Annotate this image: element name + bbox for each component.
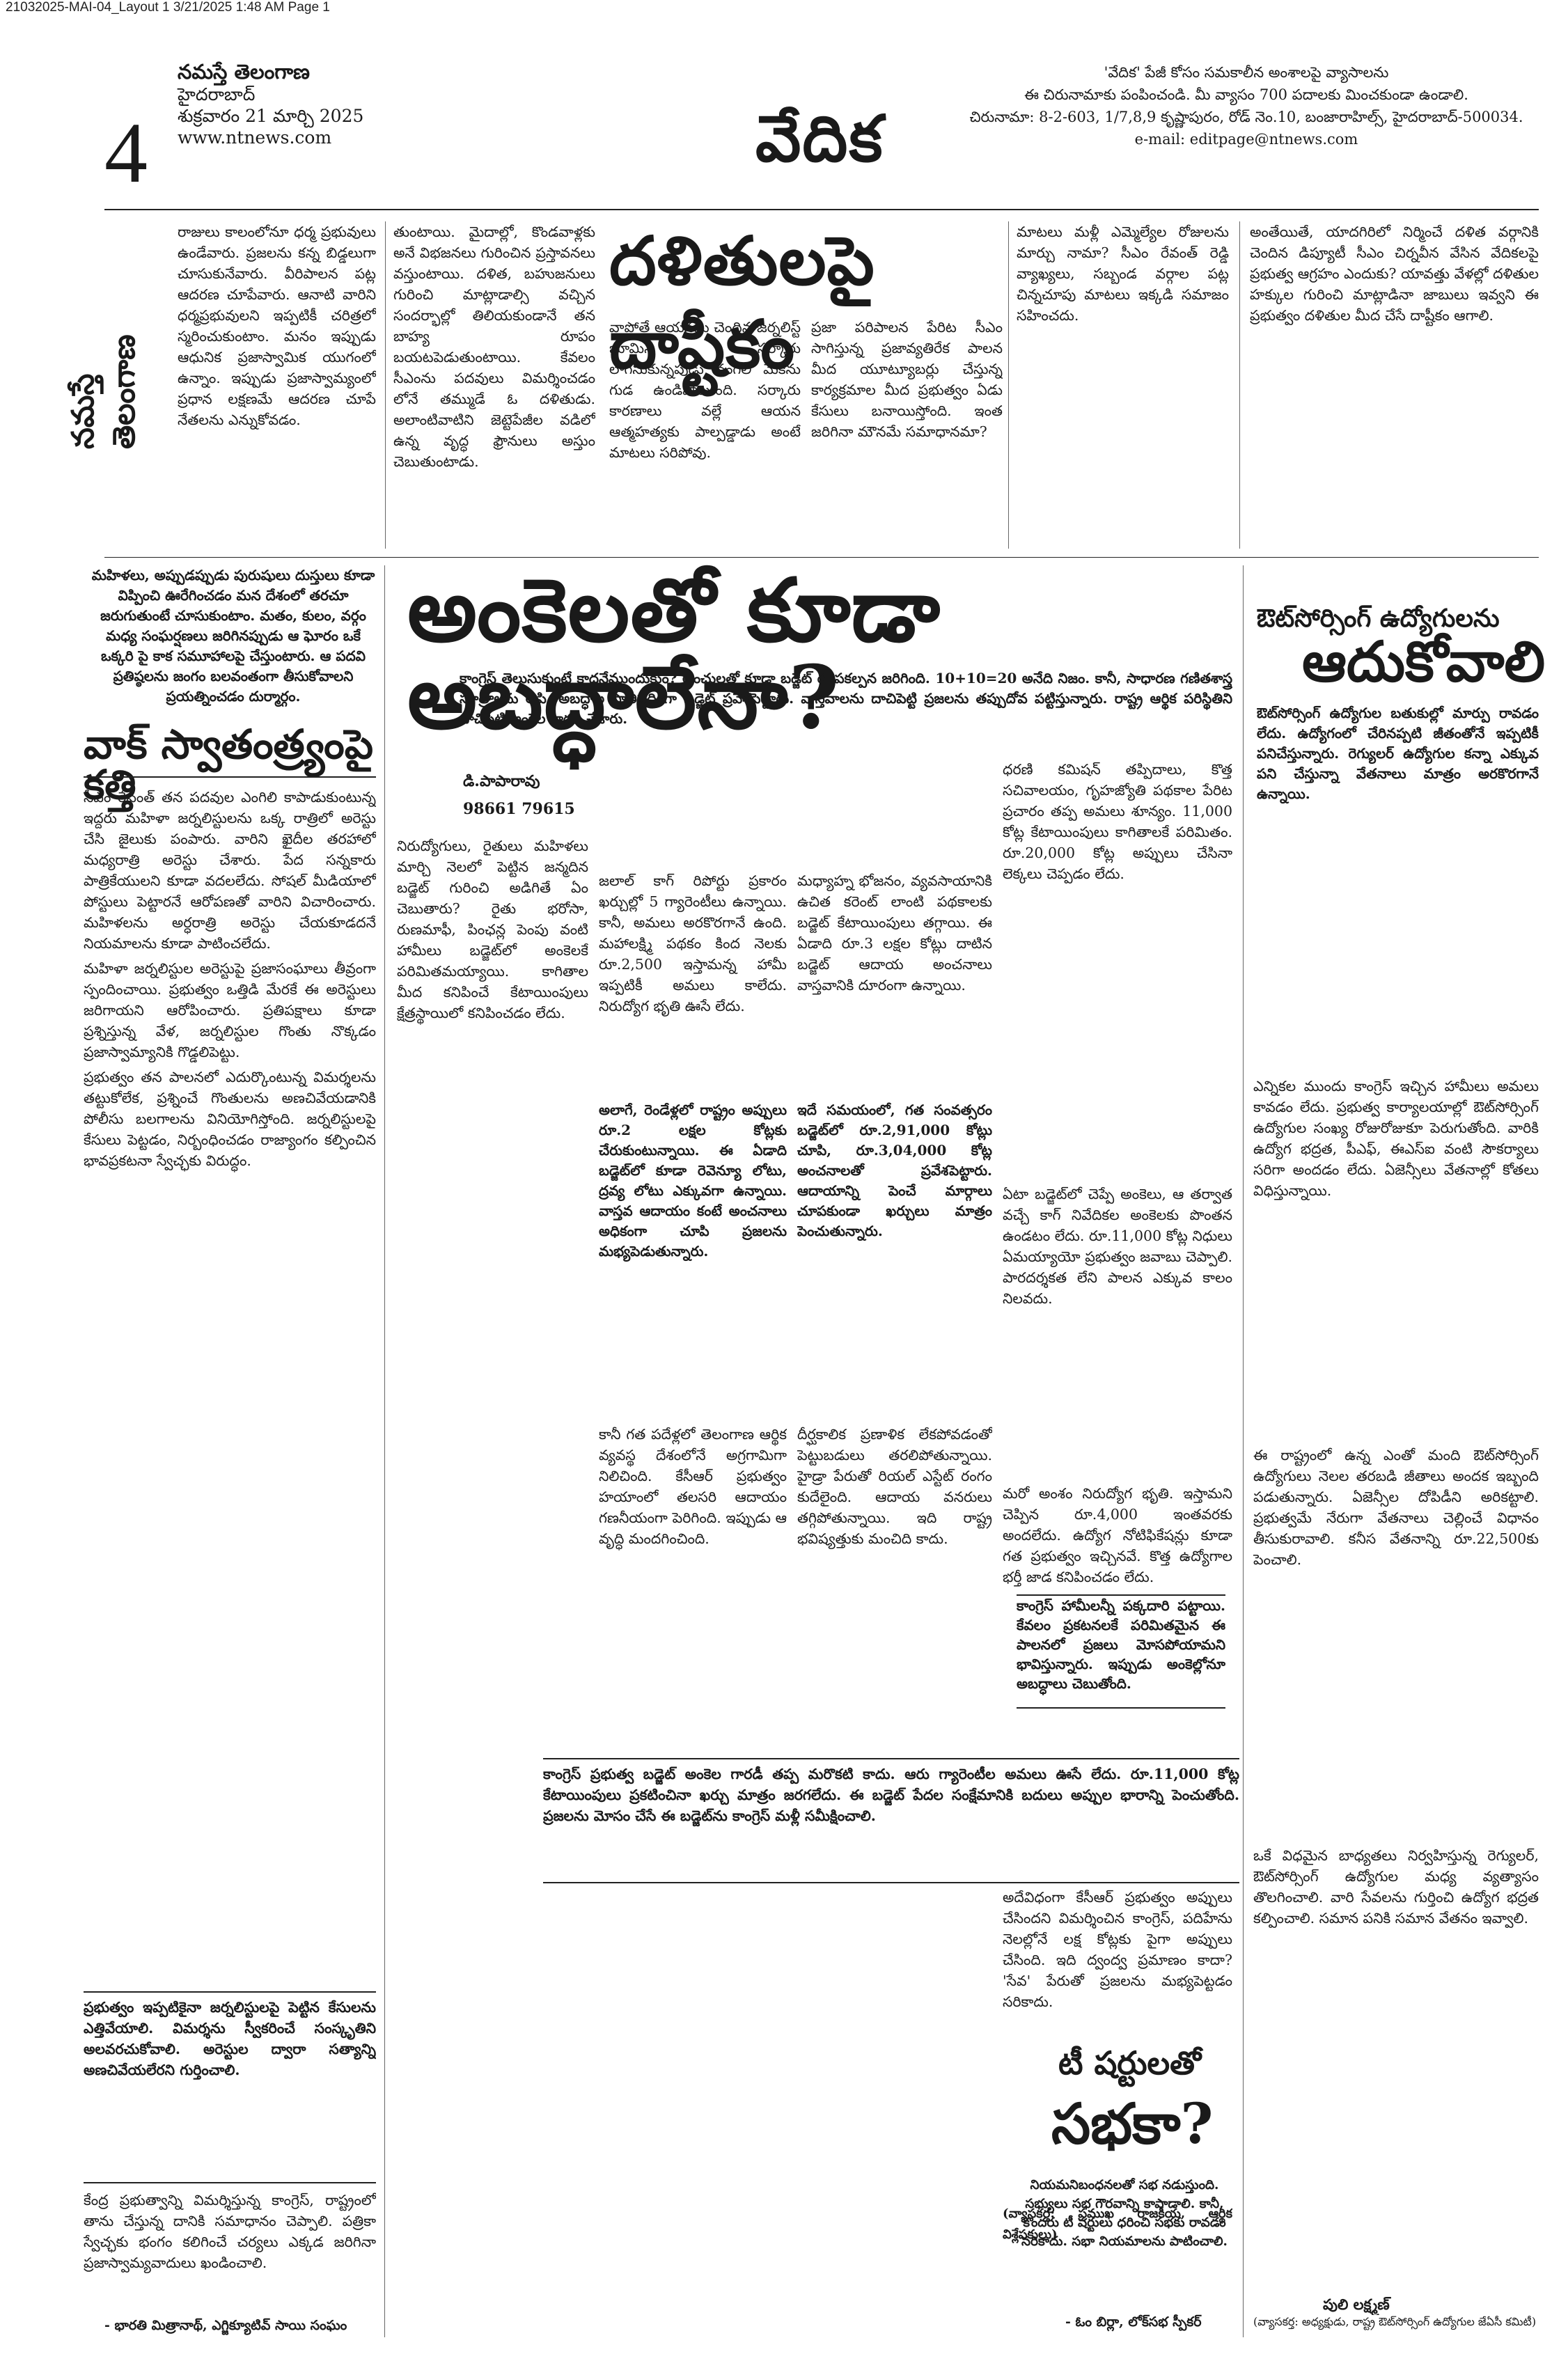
article-paragraph: జలాల్ కాగ్ రిపోర్టు ప్రకారం ఖర్చుల్లో 5 …	[599, 872, 787, 1014]
right-article-body: ఒకే విధమైన బాధ్యతలు నిర్వహిస్తున్న రెగ్య…	[1253, 1845, 1539, 2172]
article-paragraph: ఎన్నికల ముందు కాంగ్రెస్ ఇచ్చిన హామీలు అమ…	[1253, 1078, 1539, 1199]
right-article-author-role: (వ్యాసకర్త: అధ్యక్షుడు, రాష్ట్ర ఔట్‌సోర్…	[1253, 2315, 1537, 2328]
left-article-title: వాక్ స్వాతంత్ర్యంపై కత్తి	[84, 721, 373, 808]
left-article-author: - భారతి మిత్రానాథ్, ఎగ్జిక్యూటివ్ సాయి స…	[104, 2318, 347, 2333]
editorial-paragraph: రాజులు కాలంలోనూ ధర్మ ప్రభువులు ఉండేవారు.…	[178, 223, 376, 428]
quote-box-author: - ఓం బిర్లా, లోక్‌సభ స్పీకర్	[1065, 2314, 1202, 2330]
quote-box-title-1: టీ షర్టులతో	[1058, 2044, 1202, 2082]
editorial-headline: దళితులపై దాష్టీకం	[609, 221, 875, 384]
masthead-city: హైదరాబాద్	[178, 84, 256, 104]
main-column: ఏటా బడ్జెట్‌లో చెప్పే అంకెలు, ఆ తర్వాత వ…	[1003, 1184, 1232, 1476]
masthead-date: శుక్రవారం 21 మార్చి 2025	[178, 106, 364, 126]
article-paragraph: సీఎం రేవంత్ తన పదవుల ఎంగిలి కాపాడుకుంటున…	[84, 789, 376, 952]
editorial-column: ప్రజా పరిపాలన పేరిట సీఎం సాగిస్తున్న ప్ర…	[811, 317, 1003, 550]
column-rule	[384, 565, 385, 2337]
right-article-kicker: ఔట్‌సోర్సింగ్ ఉద్యోగులను	[1257, 604, 1500, 633]
right-article-body: ఎన్నికల ముందు కాంగ్రెస్ ఇచ్చిన హామీలు అమ…	[1253, 1076, 1539, 1438]
masthead-rule	[104, 209, 1539, 210]
main-box-left: అలాగే, రెండేళ్లలో రాష్ట్రం అప్పులు రూ.2 …	[599, 1101, 787, 1260]
main-signature: (వ్యాసకర్త: ప్రముఖ రాజకీయ, ఆర్థిక విశ్లే…	[1003, 2206, 1232, 2242]
article-paragraph: ఏటా బడ్జెట్‌లో చెప్పే అంకెలు, ఆ తర్వాత వ…	[1003, 1186, 1232, 1307]
main-bottom-box: కాంగ్రెస్ ప్రభుత్వ బడ్జెట్ అంకెల గారడీ త…	[543, 1758, 1239, 1883]
masthead-website: www.ntnews.com	[178, 127, 332, 148]
article-paragraph: మరో అంశం నిరుద్యోగ భృతి. ఇస్తామని చెప్పి…	[1003, 1485, 1232, 1585]
column-rule	[1243, 565, 1244, 2337]
main-box-right: ఇదే సమయంలో, గత సంవత్సరం బడ్జెట్‌లో రూ.2,…	[797, 1101, 992, 1239]
notice-email: e-mail: editpage@ntnews.com	[1134, 131, 1358, 148]
quote-box-text: నియమనిబంధనలతో సభ నడుస్తుంది. సభ్యులు సభ …	[1021, 2178, 1228, 2249]
editorial-column: మాటలు మళ్లీ ఎమ్మెల్యేల రోజులను మార్చు నా…	[1017, 221, 1229, 549]
notice-line: చిరునామా: 8-2-603, 1/7,8,9 కృష్ణాపురం, ర…	[969, 109, 1523, 125]
main-column: జలాల్ కాగ్ రిపోర్టు ప్రకారం ఖర్చుల్లో 5 …	[599, 870, 787, 1093]
column-rule	[1239, 221, 1240, 549]
main-column: అదేవిధంగా కేసీఆర్ ప్రభుత్వం అప్పులు చేసి…	[1003, 1887, 1232, 2214]
brand-name: నమస్తే తెలంగాణ	[178, 60, 310, 84]
article-paragraph: మధ్యాహ్న భోజనం, వ్యవసాయానికి ఉచిత కరెంట్…	[797, 872, 992, 994]
article-paragraph: ఒకే విధమైన బాధ్యతలు నిర్వహిస్తున్న రెగ్య…	[1253, 1847, 1539, 1927]
editorial-column: అంతేయితే, యాదగిరిలో నిర్మించే దళిత వర్గా…	[1250, 221, 1539, 549]
submission-notice: 'వేదిక' పేజీ కోసం సమకాలీన అంశాలపై వ్యాసా…	[968, 61, 1525, 150]
article-paragraph: నిరుద్యోగులు, రైతులు మహిళలు మార్చి నెలలో…	[397, 838, 588, 1021]
main-column: కానీ గత పదేళ్లలో తెలంగాణ ఆర్థిక వ్యవస్థ …	[599, 1424, 787, 1751]
main-column: మధ్యాహ్న భోజనం, వ్యవసాయానికి ఉచిత కరెంట్…	[797, 870, 992, 1093]
main-column: దీర్ఘకాలిక ప్రణాళిక లేకపోవడంతో పెట్టుబడు…	[797, 1424, 992, 1751]
main-lead: కాంగ్రెస్ తెలుసుకుంటే కాదనేముందుకుం? అంచ…	[460, 670, 1232, 727]
editorial-paragraph: మాటలు మళ్లీ ఎమ్మెల్యేల రోజులను మార్చు నా…	[1017, 223, 1229, 324]
byline-phone: 98661 79615	[463, 800, 575, 818]
quote-box-title-2: సభకా?	[1051, 2091, 1214, 2156]
article-paragraph: దీర్ఘకాలిక ప్రణాళిక లేకపోవడంతో పెట్టుబడు…	[797, 1426, 992, 1547]
title-underline	[84, 776, 376, 778]
editorial-column: రాజులు కాలంలోనూ ధర్మ ప్రభువులు ఉండేవారు.…	[178, 221, 376, 549]
main-headline: అంకెలతో కూడా అబద్ధాలేనా?	[407, 560, 941, 748]
main-column: మరో అంశం నిరుద్యోగ భృతి. ఇస్తామని చెప్పి…	[1003, 1483, 1232, 1741]
left-article-closing: కేంద్ర ప్రభుత్వాన్ని విమర్శిస్తున్న కాంగ…	[84, 2192, 376, 2271]
editorial-paragraph: ప్రజా పరిపాలన పేరిట సీఎం సాగిస్తున్న ప్ర…	[811, 319, 1003, 440]
article-paragraph: కానీ గత పదేళ్లలో తెలంగాణ ఆర్థిక వ్యవస్థ …	[599, 1426, 787, 1547]
article-paragraph: ప్రభుత్వం తన పాలనలో ఎదుర్కొంటున్న విమర్శ…	[84, 1069, 376, 1169]
right-article-lead: ఔట్‌సోర్సింగ్ ఉద్యోగుల బతుకుల్లో మార్పు …	[1257, 705, 1539, 802]
print-slug: 21032025-MAI-04_Layout 1 3/21/2025 1:48 …	[6, 0, 330, 15]
notice-line: ఈ చిరునామాకు పంపించండి. మీ వ్యాసం 700 పద…	[1024, 86, 1468, 103]
right-article-title: ఆదుకోవాలి	[1302, 629, 1546, 694]
main-column: ధరణి కమిషన్ తప్పిదాలు, కొత్త సచివాలయం, గ…	[1003, 759, 1232, 1177]
article-paragraph: అదేవిధంగా కేసీఆర్ ప్రభుత్వం అప్పులు చేసి…	[1003, 1889, 1232, 2010]
editorial-paragraph: తుంటాయి. మైదాల్లో, కొండవాళ్లకు అనే విభజన…	[393, 223, 595, 470]
section-rule	[104, 557, 1539, 558]
side-note: మహిళలు, అప్పుడప్పుడు పురుషులు దుస్తులు క…	[91, 567, 375, 705]
column-rule	[385, 221, 386, 549]
masthead: నమస్తే తెలంగాణ హైదరాబాద్ శుక్రవారం 21 మా…	[178, 61, 363, 148]
editorial-column: తుంటాయి. మైదాల్లో, కొండవాళ్లకు అనే విభజన…	[393, 221, 595, 549]
editorial-column: వాపోతే ఆయనను చెందిన జర్నలిస్ట్ భూమిని సర…	[609, 317, 801, 550]
editorial-paragraph: వాపోతే ఆయనను చెందిన జర్నలిస్ట్ భూమిని సర…	[609, 319, 801, 461]
right-article-author: పులి లక్ష్మణ్	[1323, 2296, 1390, 2313]
main-column: నిరుద్యోగులు, రైతులు మహిళలు మార్చి నెలలో…	[397, 835, 588, 1671]
left-article-pullquote: ప్రభుత్వం ఇప్పటికైనా జర్నలిస్టులపై పెట్ట…	[84, 1991, 376, 2183]
column-rule	[1008, 221, 1009, 549]
left-article-body: సీఎం రేవంత్ తన పదవుల ఎంగిలి కాపాడుకుంటున…	[84, 787, 376, 1981]
section-title: వేదిక	[755, 101, 884, 176]
article-paragraph: ధరణి కమిషన్ తప్పిదాలు, కొత్త సచివాలయం, గ…	[1003, 761, 1232, 882]
byline-name: డి.పాపారావు	[463, 772, 540, 790]
notice-line: 'వేదిక' పేజీ కోసం సమకాలీన అంశాలపై వ్యాసా…	[1104, 64, 1389, 81]
editorial-paragraph: అంతేయితే, యాదగిరిలో నిర్మించే దళిత వర్గా…	[1250, 223, 1539, 324]
vertical-brand-label: నమస్తే తెలంగాణ	[65, 334, 142, 449]
page-number: 4	[104, 105, 148, 201]
right-article-body: ఈ రాష్ట్రంలో ఉన్న ఎంతో మంది ఔట్‌సోర్సింగ…	[1253, 1445, 1539, 1835]
article-paragraph: ఈ రాష్ట్రంలో ఉన్న ఎంతో మంది ఔట్‌సోర్సింగ…	[1253, 1447, 1539, 1568]
main-bold-box: కాంగ్రెస్ హామీలన్నీ పక్కదారి పట్టాయి. కే…	[1017, 1594, 1225, 1709]
article-paragraph: మహిళా జర్నలిస్టుల అరెస్టుపై ప్రజాసంఘాలు …	[84, 960, 376, 1060]
